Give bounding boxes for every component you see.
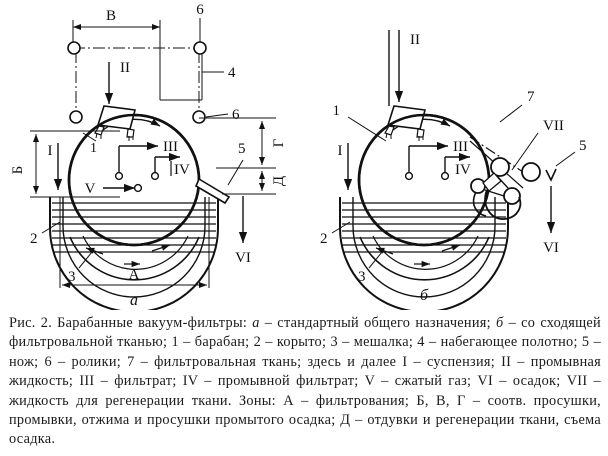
stream-label-VI-b: VI [543, 240, 559, 256]
panel-b: II 1 III IV I [320, 30, 587, 310]
knife-a [194, 159, 244, 205]
diagram-area: В 6 4 [10, 2, 587, 310]
roller-top-left [67, 41, 81, 55]
leader-part-3-b [368, 251, 383, 269]
roller-lower-left [69, 110, 83, 124]
panel-letter-b: б [420, 287, 429, 304]
callout-6-top: 6 [196, 2, 204, 18]
figure-caption: Рис. 2. Барабанные вакуум-фильтры: а – с… [9, 314, 601, 450]
stream-label-IV-a: IV [174, 162, 190, 178]
callout-2-a: 2 [30, 231, 38, 247]
dimension-line-A-zone [59, 197, 210, 288]
zone-brackets-right-a [199, 117, 276, 195]
caption-italic-token: а [252, 315, 260, 331]
leader-part-1-b [347, 116, 387, 142]
upper-cloth-frame [73, 47, 203, 116]
callout-1-b: 1 [333, 103, 341, 119]
stream-label-VI-a: VI [235, 250, 251, 266]
vacuum-filter-diagram: В 6 4 [10, 2, 587, 310]
agitator-a [69, 235, 200, 281]
dimension-line-V-zone [72, 20, 161, 100]
stream-label-II-a: II [120, 60, 130, 76]
trough-a [49, 197, 219, 310]
callout-2-b: 2 [320, 231, 328, 247]
cloth-roller-lower [503, 187, 521, 205]
cloth-roller-cluster-b [470, 157, 541, 220]
zone-label-D: Д [271, 176, 287, 186]
stream-label-I-b: I [338, 143, 343, 159]
callout-5-a: 5 [238, 141, 246, 157]
agitator-b [359, 235, 490, 281]
leader-part-3-a [78, 251, 93, 269]
stream-label-III-a: III [163, 139, 178, 155]
knife-b [545, 151, 576, 182]
zone-label-A: А [129, 267, 140, 283]
roller-top-right [193, 41, 207, 55]
caption-italic-token: б [496, 315, 504, 331]
panel-letter-a: а [130, 292, 138, 309]
panel-a: В 6 4 [10, 2, 287, 310]
leader-roller-lower [205, 113, 229, 118]
trough-b [339, 197, 509, 310]
cloth-roller-right [521, 162, 541, 182]
zone-label-V-wash: В [106, 8, 116, 24]
callout-3-b: 3 [358, 269, 366, 285]
caption-text: Рис. 2. Барабанные вакуум-фильтры: [9, 315, 253, 331]
stream-label-III-b: III [453, 139, 468, 155]
stream-label-V-a: V [85, 181, 96, 197]
zone-label-B-dry: Б [10, 166, 26, 175]
callout-5-b: 5 [579, 138, 587, 154]
callout-3-a: 3 [68, 269, 76, 285]
leader-part-2-a [41, 221, 61, 234]
zone-bracket-B-dry [30, 130, 120, 198]
roller-lower-right [192, 110, 206, 124]
leader-VII-b [511, 132, 539, 171]
cloth-roller-left [470, 178, 486, 194]
caption-text: – со сходящей фильтровальной тканью; 1 –… [9, 315, 601, 448]
zone-label-G: Г [271, 138, 287, 147]
caption-text: – стандартный общего назначения; [259, 315, 497, 331]
leader-part-1-a [82, 132, 97, 142]
callout-4: 4 [228, 65, 236, 81]
cell-stems-b [404, 141, 470, 181]
callout-7-b: 7 [527, 89, 535, 105]
callout-1-a: 1 [90, 141, 97, 156]
leader-part-2-b [331, 221, 351, 234]
cell-stems-a [103, 141, 180, 193]
stream-label-II-b: II [410, 32, 420, 48]
callout-6-lower: 6 [232, 107, 240, 123]
stream-label-IV-b: IV [455, 162, 471, 178]
cloth-roller-upper [490, 157, 510, 177]
liquid-hatching-b [342, 202, 506, 253]
stream-label-I-a: I [48, 143, 53, 159]
cloth-loop-b [484, 189, 522, 220]
stream-label-VII-b: VII [543, 118, 564, 134]
